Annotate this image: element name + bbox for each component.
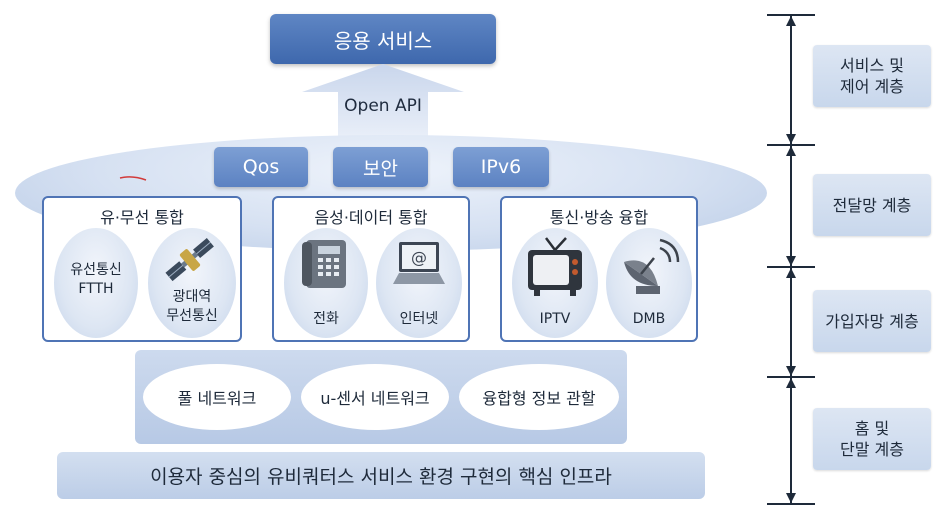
layer-arrowheads (786, 16, 796, 503)
infrastructure-label: 이용자 중심의 유비쿼터스 서비스 환경 구현의 핵심 인프라 (150, 466, 612, 488)
svg-text:@: @ (411, 248, 427, 267)
layer-tick (767, 144, 815, 146)
layer-label: 전달망 계층 (832, 195, 912, 215)
internet-ellipse: @ 인터넷 (376, 228, 462, 338)
u-sensor-network-label: u-센서 네트워크 (320, 389, 430, 408)
security-label: 보안 (363, 157, 398, 180)
layer-subscriber: 가입자망 계층 (813, 290, 931, 352)
red-mark (119, 176, 147, 181)
layer-tick (767, 376, 815, 378)
satellite-dish-icon (624, 238, 680, 294)
layer-transport: 전달망 계층 (813, 174, 931, 236)
dmb-ellipse: DMB (606, 228, 692, 338)
layer-label: 서비스 및 제어 계층 (840, 56, 904, 96)
satellite-icon (165, 238, 214, 282)
panel-comm-broadcast: 통신·방송 융합 IPTV DMB (500, 196, 698, 342)
layer-label: 가입자망 계층 (825, 311, 919, 331)
tv-icon (528, 237, 582, 296)
panel-title: 통신·방송 융합 (549, 208, 649, 227)
qos-label: Qos (242, 156, 280, 178)
full-network-label: 풀 네트워크 (177, 389, 257, 408)
open-api-label: Open API (344, 96, 422, 116)
phone-ellipse: 전화 (284, 228, 368, 338)
laptop-icon: @ (393, 242, 445, 284)
dmb-label: DMB (632, 311, 666, 327)
ipv6-label: IPv6 (480, 156, 522, 178)
ftth-label: 유선통신 FTTH (70, 262, 122, 297)
broadband-ellipse: 광대역 무선통신 (148, 228, 236, 338)
layer-home-terminal: 홈 및 단말 계층 (813, 408, 931, 470)
ipv6-pill: IPv6 (453, 147, 549, 187)
telephone-icon (302, 240, 346, 288)
layer-tick (767, 503, 815, 505)
ftth-ellipse: 유선통신 FTTH (54, 228, 138, 338)
convergence-info-label: 융합형 정보 관할 (482, 389, 596, 408)
panel-wired-wireless: 유·무선 통합 유선통신 FTTH 광대역 무선통신 (42, 196, 242, 342)
panel-voice-data: 음성·데이터 통합 전화 @ 인터넷 (272, 196, 470, 342)
u-sensor-network-ellipse: u-센서 네트워크 (301, 364, 449, 430)
layer-tick (767, 14, 815, 16)
security-pill: 보안 (333, 147, 428, 187)
iptv-label: IPTV (539, 311, 571, 327)
qos-pill: Qos (214, 147, 308, 187)
layer-service-control: 서비스 및 제어 계층 (813, 45, 931, 107)
app-service-label: 응용 서비스 (333, 28, 433, 53)
panel-title: 음성·데이터 통합 (314, 208, 428, 227)
layer-label: 홈 및 단말 계층 (840, 419, 904, 459)
panel-title: 유·무선 통합 (100, 208, 184, 227)
internet-label: 인터넷 (399, 311, 439, 327)
full-network-ellipse: 풀 네트워크 (143, 364, 291, 430)
phone-label: 전화 (313, 311, 339, 327)
infrastructure-band: 이용자 중심의 유비쿼터스 서비스 환경 구현의 핵심 인프라 (57, 452, 705, 499)
convergence-info-ellipse: 융합형 정보 관할 (459, 364, 619, 430)
layer-tick (767, 266, 815, 268)
app-service-box: 응용 서비스 (270, 14, 496, 64)
iptv-ellipse: IPTV (512, 228, 598, 338)
up-arrow (302, 64, 464, 136)
network-band: 풀 네트워크 u-센서 네트워크 융합형 정보 관할 (135, 350, 627, 444)
broadband-label: 광대역 무선통신 (166, 289, 218, 324)
